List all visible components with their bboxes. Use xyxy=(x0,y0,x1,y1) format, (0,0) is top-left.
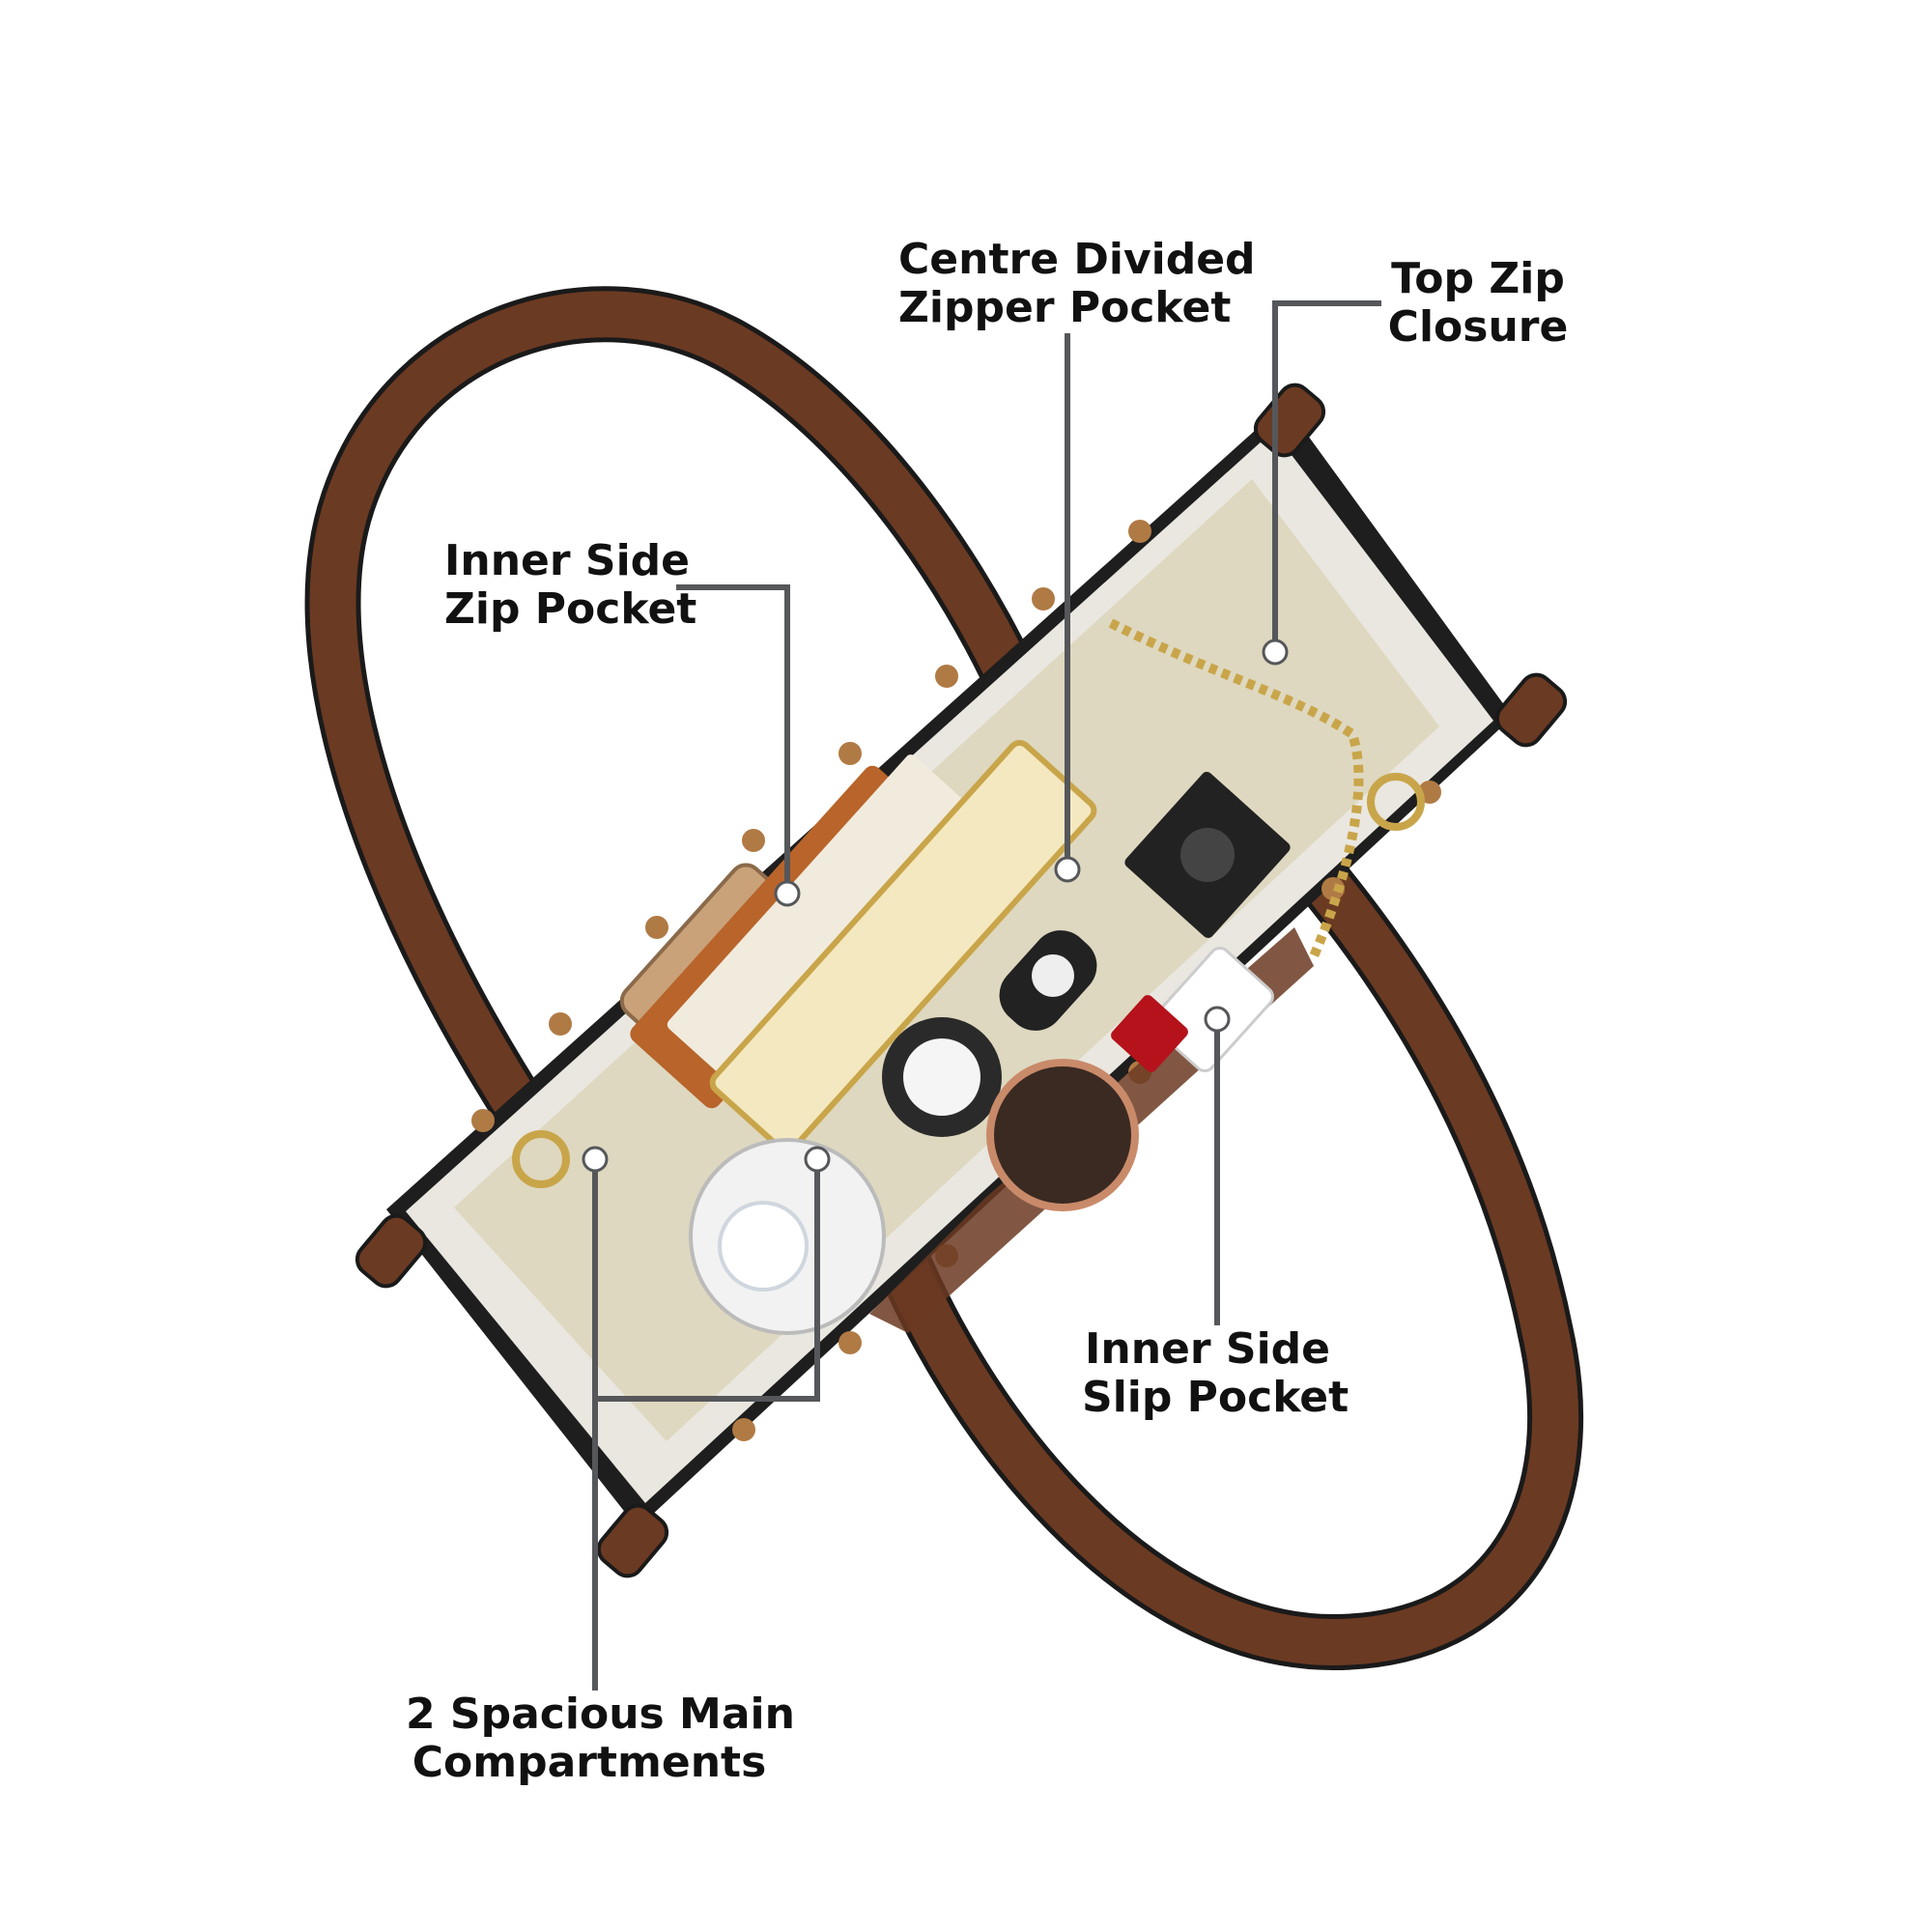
label-line: Compartments xyxy=(412,1738,767,1787)
leader-lines xyxy=(592,300,1381,1690)
label-line: Closure xyxy=(1387,302,1569,352)
label-line: Top Zip xyxy=(1391,254,1565,303)
top-zipper xyxy=(1108,618,1364,958)
label-top-zip-closure: Top Zip Closure xyxy=(1381,255,1575,352)
handbag-straps xyxy=(304,286,1584,1671)
label-line: Centre Divided xyxy=(898,235,1256,284)
label-line: Inner Side xyxy=(1085,1324,1330,1374)
gold-ring-right xyxy=(1367,773,1425,831)
leader-dots xyxy=(582,639,1289,1173)
zip-pouch xyxy=(709,739,1097,1154)
compact xyxy=(986,1059,1139,1211)
bag-contents xyxy=(512,618,1425,1335)
label-line: Slip Pocket xyxy=(1082,1373,1350,1422)
label-inner-side-zip-pocket: Inner Side Zip Pocket xyxy=(444,536,697,634)
leader-main xyxy=(592,1159,820,1690)
label-main-compartments: 2 Spacious Main Compartments xyxy=(406,1690,795,1787)
gold-ring-left xyxy=(512,1130,570,1188)
leader-topzip xyxy=(1272,300,1381,652)
label-line: 2 Spacious Main xyxy=(406,1690,795,1739)
label-centre-divided-zipper-pocket: Centre Divided Zipper Pocket xyxy=(898,235,1256,332)
leader-innerzip xyxy=(676,584,790,894)
label-inner-side-slip-pocket: Inner Side Slip Pocket xyxy=(1082,1324,1350,1422)
label-line: Zip Pocket xyxy=(444,584,697,634)
label-line: Zipper Pocket xyxy=(898,283,1232,332)
label-line: Inner Side xyxy=(444,536,690,585)
